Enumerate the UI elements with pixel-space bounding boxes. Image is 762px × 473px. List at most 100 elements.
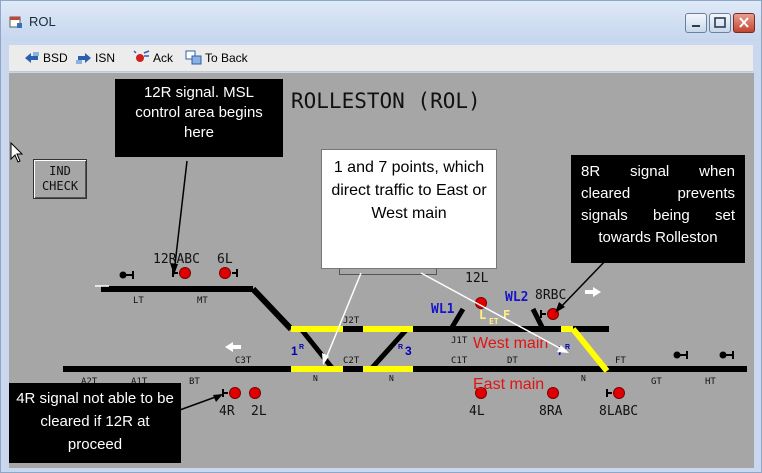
maximize-icon: [714, 17, 726, 28]
track-label-dt: DT: [507, 356, 518, 366]
wl2-label: WL2: [505, 290, 528, 305]
to-back-button[interactable]: To Back: [185, 49, 248, 67]
arrow-8r-line: [556, 256, 610, 312]
point-suffix-7: R: [565, 344, 570, 351]
signal-label-4r: 4R: [219, 404, 235, 419]
signal-head-lt-icon: [119, 271, 134, 279]
callout-points: 1 and 7 points, which direct traffic to …: [321, 149, 497, 269]
maximize-button[interactable]: [709, 13, 731, 33]
east-main-label: East main: [473, 376, 544, 393]
wl1-label: WL1: [431, 302, 455, 317]
track-label-bt: BT: [189, 377, 200, 387]
window-title: ROL: [29, 14, 56, 29]
point-marker-7: N: [581, 374, 586, 383]
signal-6l[interactable]: [219, 267, 238, 279]
bsd-label: BSD: [43, 51, 68, 65]
arrow-12r-line: [173, 160, 188, 274]
ind-check-button[interactable]: IND CHECK: [33, 159, 87, 199]
point-marker-3: N: [389, 374, 394, 383]
close-button[interactable]: [733, 13, 755, 33]
arrow-points-7-line: [420, 272, 566, 352]
signal-head-ht-icon: [719, 351, 734, 359]
close-icon: [739, 17, 749, 28]
track-svg: 12RABC 6L 12L 8RBC 4R 2L 4L 8RA 8LABC LT…: [10, 141, 747, 419]
arrow-12r-head-icon: [170, 263, 178, 275]
signal-label-12l: 12L: [465, 271, 489, 286]
signal-8rbc[interactable]: [540, 308, 559, 320]
signal-label-8labc: 8LABC: [599, 404, 638, 419]
callout-8r-signal: 8R signal when cleared prevents signals …: [571, 155, 745, 263]
track-label-ht: HT: [705, 377, 716, 387]
isn-icon: [76, 53, 91, 64]
bsd-button[interactable]: BSD: [23, 49, 69, 67]
track-label-mt: MT: [197, 296, 208, 306]
minimize-button[interactable]: [685, 13, 707, 33]
track-label-c2t: C2T: [343, 356, 360, 366]
ack-icon: [133, 50, 150, 62]
signal-8labc[interactable]: [606, 387, 625, 399]
track-diagram: ROLLESTON (ROL) IND CHECK: [9, 73, 754, 468]
arrow-points-1-line: [324, 272, 362, 362]
to-back-label: To Back: [205, 51, 248, 65]
point-number-1: 1: [291, 344, 298, 358]
signal-label-4l: 4L: [469, 404, 485, 419]
to-back-icon: [185, 50, 202, 65]
point-marker-1: N: [313, 374, 318, 383]
track-mt-diagonal: [250, 286, 294, 332]
track-label-a1t: A1T: [131, 377, 148, 387]
station-title: ROLLESTON (ROL): [291, 89, 481, 113]
callout-4r-signal: 4R signal not able to be cleared if 12R …: [9, 383, 181, 463]
signal-4l[interactable]: [475, 387, 487, 399]
track-label-lt: LT: [133, 296, 144, 306]
point-suffix-1: R: [299, 344, 304, 351]
crossover-1: [299, 327, 335, 371]
track-label-j2t: J2T: [343, 316, 360, 326]
track-label-ft: FT: [615, 356, 626, 366]
signal-label-8ra: 8RA: [539, 404, 563, 419]
ack-label: Ack: [153, 51, 174, 65]
arrow-points-7-head-icon: [557, 345, 569, 353]
route-segment-7-diagonal: [570, 327, 610, 373]
signal-2l[interactable]: [249, 387, 261, 399]
signal-label-12rabc: 12RABC: [153, 252, 200, 267]
toolbar: BSD ISN Ack To Back: [9, 45, 753, 72]
signal-8ra[interactable]: [547, 387, 559, 399]
isn-label: ISN: [95, 51, 116, 65]
let-l: L: [479, 308, 486, 322]
signal-label-8rbc: 8RBC: [535, 288, 566, 303]
track-label-a2t: A2T: [81, 377, 98, 387]
track-label-j1t: J1T: [451, 336, 468, 346]
signal-label-2l: 2L: [251, 404, 267, 419]
minimize-icon: [692, 25, 700, 27]
crossover-3: [369, 327, 409, 371]
arrow-4r-line: [176, 394, 222, 412]
signal-head-gt-icon: [673, 351, 688, 359]
let-f: F: [503, 308, 510, 322]
arrow-points-1-head-icon: [322, 353, 329, 365]
point-suffix-3: R: [398, 344, 403, 351]
isn-button[interactable]: ISN: [75, 49, 117, 67]
branch-wl1: [448, 307, 466, 331]
app-icon: [9, 16, 22, 28]
direction-arrow-right-icon: [585, 287, 601, 297]
let-et: ET: [489, 317, 499, 326]
arrow-8r-head-icon: [555, 302, 565, 313]
signal-4r[interactable]: [222, 387, 241, 399]
west-main-label: West main: [473, 335, 548, 352]
bsd-icon: [25, 52, 39, 63]
track-label-c3t: C3T: [235, 356, 252, 366]
ind-check-line2: CHECK: [41, 179, 79, 193]
branch-wl2: [530, 307, 546, 331]
track-label-c1t: C1T: [451, 356, 468, 366]
ind-check-line1: IND: [49, 164, 71, 178]
signal-label-6l: 6L: [217, 252, 233, 267]
callout-12r-signal: 12R signal. MSL control area begins here: [115, 79, 283, 157]
ack-button[interactable]: Ack: [133, 49, 175, 67]
direction-arrow-left-icon: [225, 342, 241, 352]
arrow-4r-head-icon: [213, 394, 223, 402]
track-label-gt: GT: [651, 377, 662, 387]
point-number-3: 3: [405, 344, 412, 358]
title-bar: ROL: [1, 1, 761, 41]
mouse-cursor-icon: [10, 141, 24, 163]
